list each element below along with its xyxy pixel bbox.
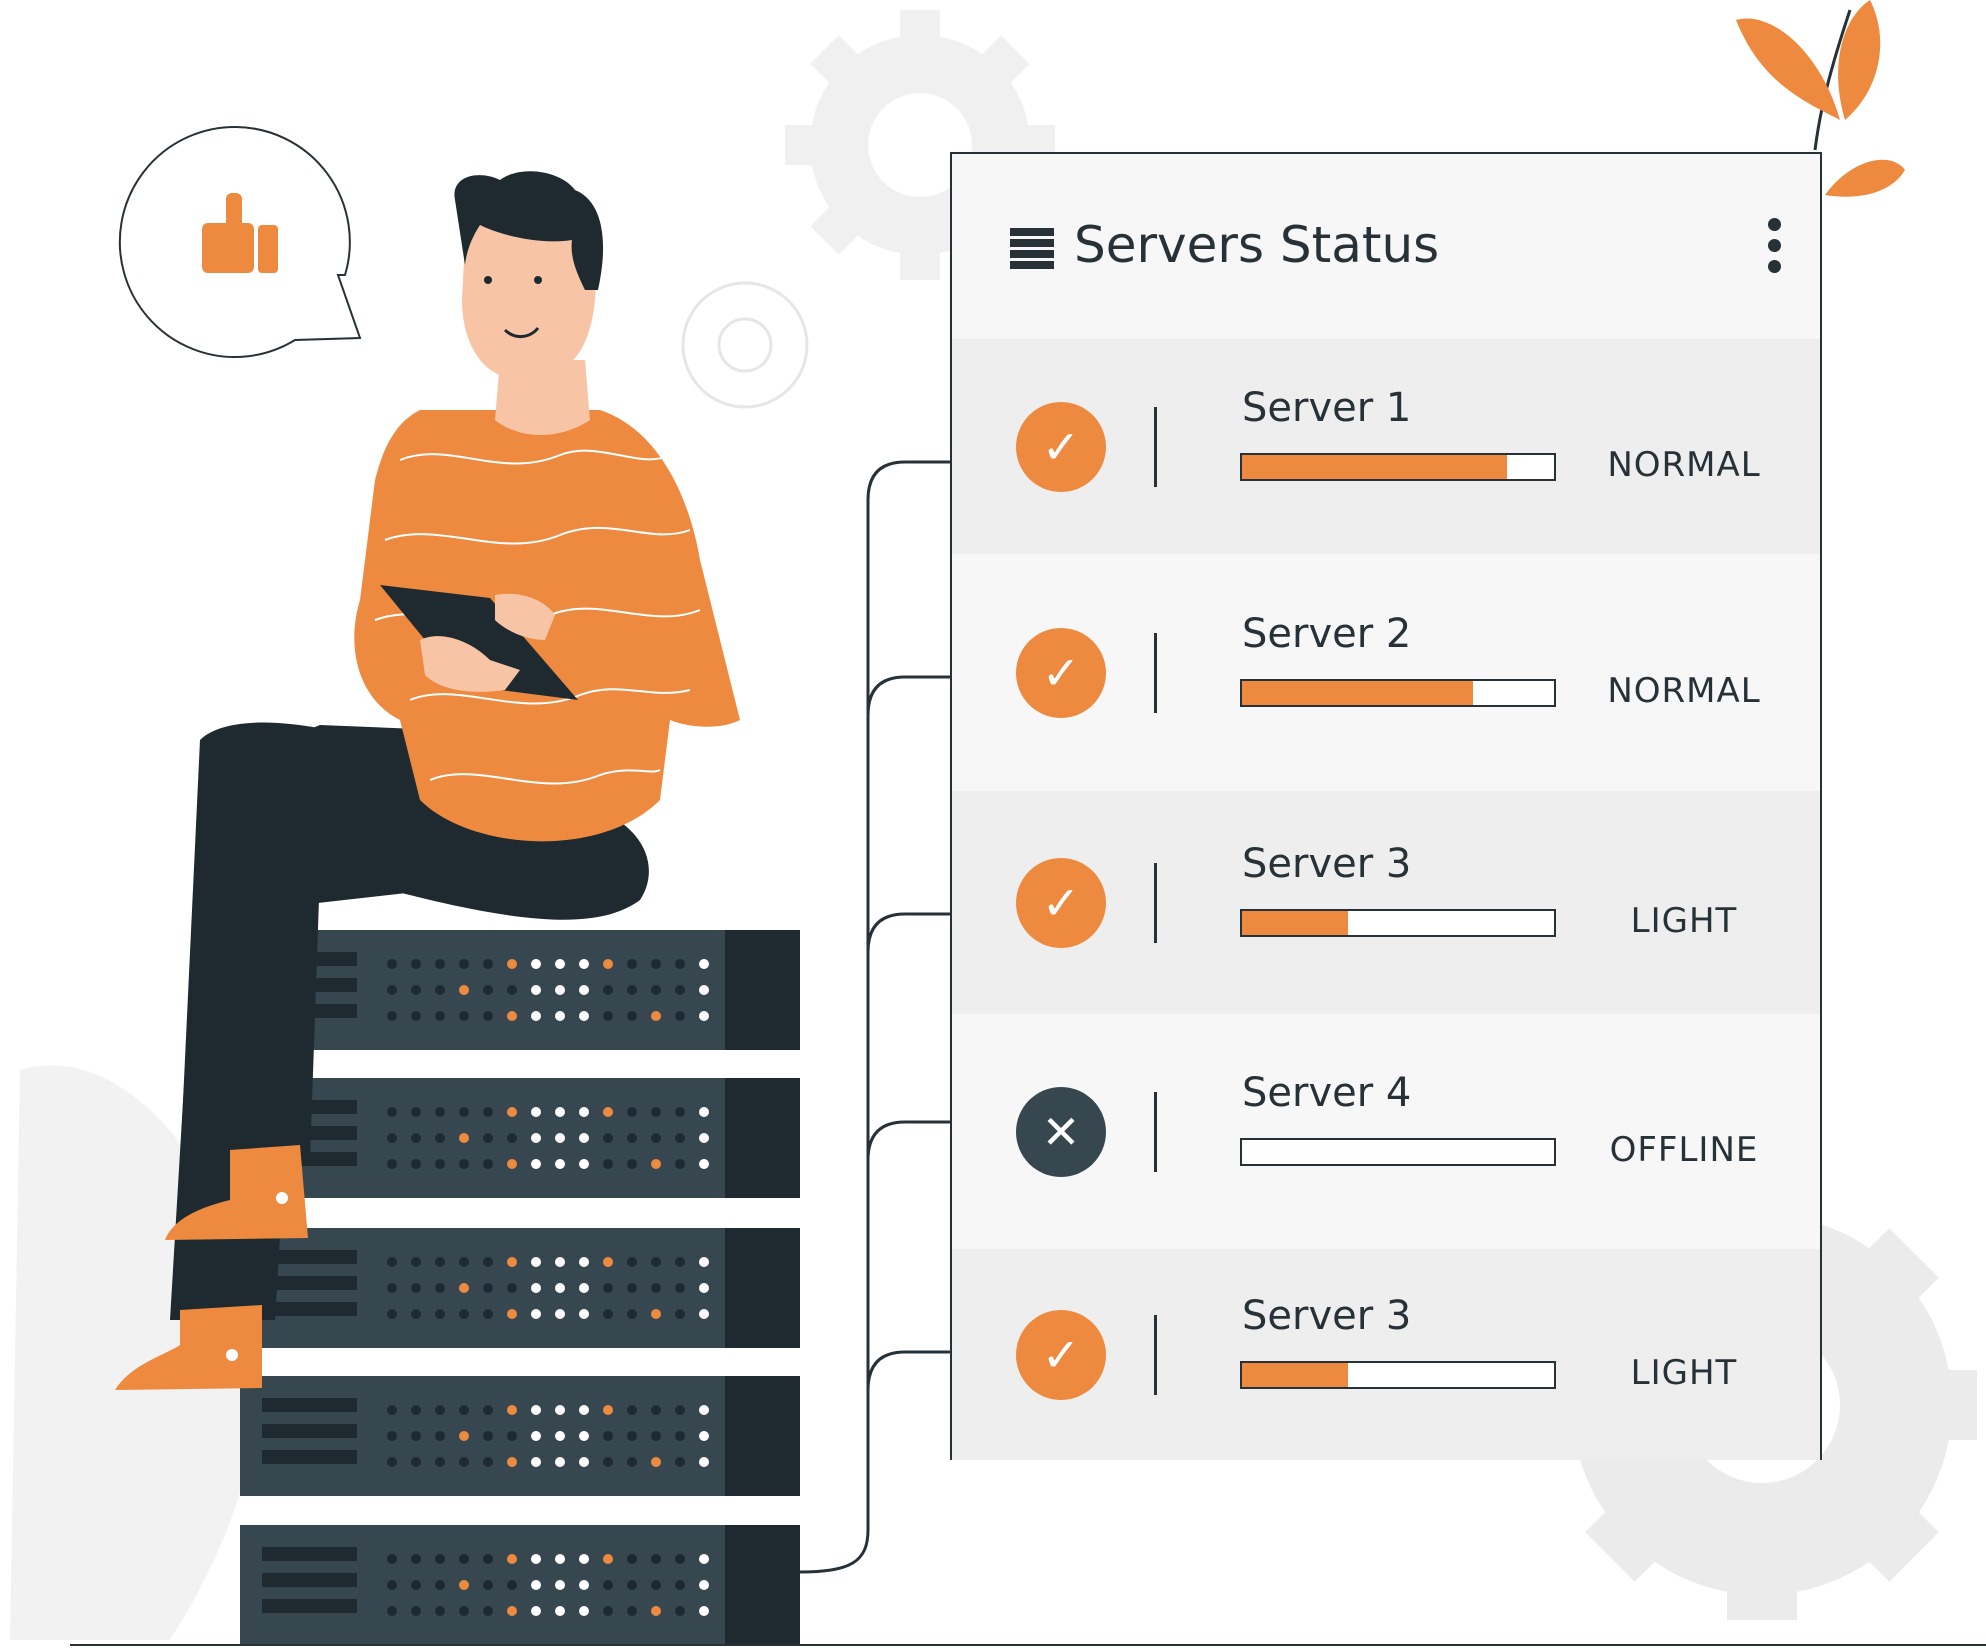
server-rack (240, 930, 800, 1645)
server-status-label: OFFLINE (1609, 1129, 1759, 1170)
server-unit (240, 1525, 800, 1645)
row-divider (1154, 1091, 1157, 1172)
load-bar-fill (1242, 1362, 1349, 1387)
server-name: Server 1 (1242, 384, 1412, 431)
check-icon: ✓ (1016, 627, 1106, 718)
speech-bubble (118, 125, 362, 358)
server-unit (240, 1228, 800, 1348)
server-row[interactable]: ✓ Server 1 NORMAL (952, 339, 1820, 554)
server-name: Server 4 (1242, 1069, 1412, 1116)
panel-header: Servers Status (952, 154, 1820, 340)
server-row[interactable]: ✕ Server 4 OFFLINE (952, 1014, 1820, 1249)
row-divider (1154, 862, 1157, 943)
server-status-label: NORMAL (1607, 444, 1761, 485)
panel-title: Servers Status (1074, 216, 1440, 274)
server-name: Server 3 (1242, 1292, 1412, 1339)
server-unit (240, 930, 800, 1050)
server-status-label: LIGHT (1630, 1352, 1738, 1393)
load-bar (1240, 678, 1556, 707)
check-icon: ✓ (1016, 401, 1106, 492)
row-divider (1154, 632, 1157, 713)
server-row[interactable]: ✓ Server 3 LIGHT (952, 1249, 1820, 1460)
server-name: Server 3 (1242, 840, 1412, 887)
load-bar (1240, 1360, 1556, 1389)
server-unit (240, 1376, 800, 1496)
server-row[interactable]: ✓ Server 2 NORMAL (952, 554, 1820, 791)
list-icon[interactable] (1010, 228, 1054, 270)
load-bar (1240, 1137, 1556, 1166)
check-icon: ✓ (1016, 1309, 1106, 1400)
server-unit (240, 1078, 800, 1198)
plant-icon (1736, 0, 1905, 197)
load-bar-fill (1242, 680, 1473, 705)
person-illustration (115, 171, 740, 1390)
check-icon: ✓ (1016, 857, 1106, 948)
load-bar (1240, 908, 1556, 937)
load-bar-fill (1242, 910, 1349, 935)
thumbs-up-icon (202, 193, 278, 273)
load-bar-fill (1242, 454, 1508, 479)
more-vertical-icon[interactable] (1768, 218, 1784, 274)
server-name: Server 2 (1242, 610, 1412, 657)
close-icon: ✕ (1016, 1086, 1106, 1177)
servers-status-panel: Servers Status ✓ Server 1 NORMAL ✓ Server 2 N… (950, 152, 1822, 1460)
gear-icon (681, 281, 809, 409)
cables (799, 460, 950, 1574)
gear-icon (785, 10, 1055, 280)
row-divider (1154, 406, 1157, 487)
server-status-label: LIGHT (1630, 900, 1738, 941)
load-bar (1240, 452, 1556, 481)
server-row[interactable]: ✓ Server 3 LIGHT (952, 791, 1820, 1014)
server-status-label: NORMAL (1607, 670, 1761, 711)
row-divider (1154, 1314, 1157, 1395)
